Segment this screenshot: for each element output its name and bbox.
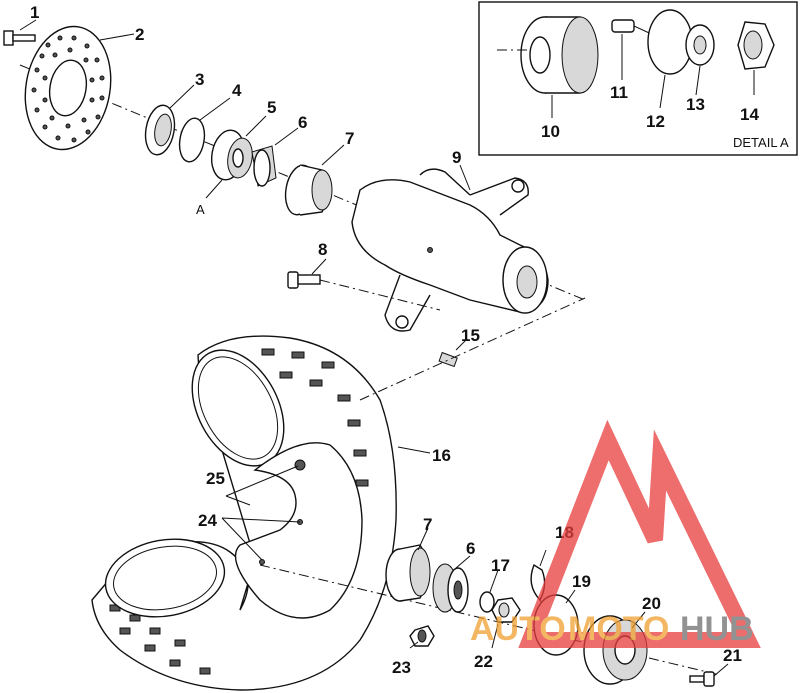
label-a: A bbox=[196, 202, 205, 217]
race-part-7-upper bbox=[284, 164, 333, 216]
label-17: 17 bbox=[491, 556, 510, 575]
label-19: 19 bbox=[572, 572, 591, 591]
label-12: 12 bbox=[646, 112, 665, 131]
label-21: 21 bbox=[723, 646, 742, 665]
label-7-upper: 7 bbox=[345, 129, 354, 148]
race-part-7-lower bbox=[385, 544, 431, 602]
label-10: 10 bbox=[541, 122, 560, 141]
label-14: 14 bbox=[740, 105, 759, 124]
label-25: 25 bbox=[206, 469, 225, 488]
bolt-part-1 bbox=[3, 30, 36, 46]
seal-part-3 bbox=[144, 104, 176, 156]
label-4: 4 bbox=[232, 81, 242, 100]
watermark-text-auto: AUTO bbox=[470, 610, 566, 648]
watermark-text-moto: MOTO bbox=[568, 610, 669, 648]
detail-nut-part-14 bbox=[737, 21, 775, 70]
bearing-cone-part-6-upper bbox=[251, 145, 277, 187]
label-1: 1 bbox=[30, 3, 39, 22]
label-3: 3 bbox=[195, 70, 204, 89]
label-7-lower: 7 bbox=[423, 515, 432, 534]
label-5: 5 bbox=[267, 98, 276, 117]
detail-cap-part-12 bbox=[647, 9, 693, 75]
bearing-part-6-lower bbox=[432, 563, 469, 613]
brake-disc-part-2 bbox=[24, 25, 112, 151]
detail-a-caption: DETAIL A bbox=[733, 135, 789, 150]
spindle-part-9 bbox=[351, 168, 549, 332]
lug-nut-part-23 bbox=[409, 625, 435, 647]
ring-part-4 bbox=[178, 117, 206, 163]
label-6-lower: 6 bbox=[466, 539, 475, 558]
label-8: 8 bbox=[318, 240, 327, 259]
bolt-part-8 bbox=[287, 271, 321, 289]
nut-part-22 bbox=[491, 597, 521, 623]
label-13: 13 bbox=[686, 95, 705, 114]
detail-hub-part-10 bbox=[497, 16, 599, 94]
label-11: 11 bbox=[610, 83, 628, 102]
label-15: 15 bbox=[461, 326, 480, 345]
detail-a-frame bbox=[478, 1, 798, 156]
watermark-text-hub: HUB bbox=[680, 610, 754, 648]
watermark-logo-shape bbox=[518, 419, 761, 648]
label-9: 9 bbox=[452, 148, 461, 167]
bearing-part-5 bbox=[210, 129, 253, 181]
label-24: 24 bbox=[198, 511, 217, 530]
detail-washer-part-13 bbox=[685, 24, 715, 66]
label-20: 20 bbox=[642, 594, 661, 613]
label-6-upper: 6 bbox=[298, 113, 307, 132]
label-2: 2 bbox=[135, 25, 144, 44]
screw-part-21 bbox=[689, 671, 715, 687]
wheel-rim-part-24 bbox=[234, 442, 363, 619]
washer-part-17 bbox=[479, 591, 495, 613]
label-23: 23 bbox=[392, 658, 411, 677]
stud-part-15 bbox=[438, 351, 458, 368]
label-16: 16 bbox=[432, 446, 451, 465]
label-22: 22 bbox=[474, 652, 493, 671]
automotohub-watermark: AUTO MOTO HUB bbox=[470, 419, 761, 648]
